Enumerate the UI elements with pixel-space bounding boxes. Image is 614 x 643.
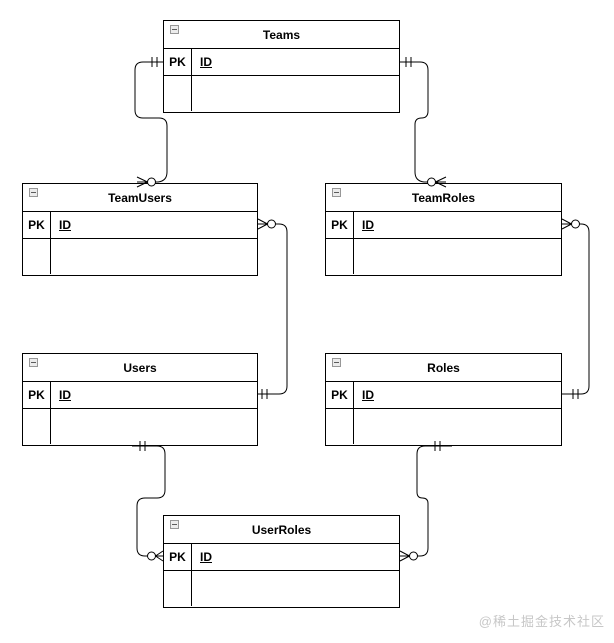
entity-title: Users — [123, 360, 157, 375]
empty-field-cell — [192, 571, 399, 606]
entity-teamroles[interactable]: TeamRoles PK ID — [325, 183, 562, 276]
empty-field-cell — [354, 239, 561, 274]
entity-users-header: Users — [23, 354, 257, 382]
entity-teams[interactable]: Teams PK ID — [163, 20, 400, 113]
empty-key-cell — [164, 76, 192, 111]
empty-row — [326, 409, 561, 444]
pk-field-name: ID — [362, 218, 374, 232]
entity-roles[interactable]: Roles PK ID — [325, 353, 562, 446]
pk-field-name: ID — [200, 550, 212, 564]
edge-line[interactable] — [258, 223, 288, 395]
empty-field-cell — [354, 409, 561, 444]
one-marker — [261, 389, 268, 399]
pk-field-cell: ID — [51, 212, 257, 238]
relationship-roles-userroles[interactable] — [399, 441, 452, 562]
relationship-roles-teamroles[interactable] — [561, 218, 590, 399]
entity-roles-header: Roles — [326, 354, 561, 382]
pk-key-cell: PK — [164, 49, 192, 75]
relationship-teams-teamroles[interactable] — [400, 57, 447, 188]
pk-field-name: ID — [59, 218, 71, 232]
pk-field-cell: ID — [354, 212, 561, 238]
collapse-minus-icon[interactable] — [29, 188, 38, 197]
many-crowsfoot-marker — [399, 550, 410, 562]
empty-row — [23, 409, 257, 444]
relationship-users-teamusers[interactable] — [257, 218, 288, 399]
collapse-minus-icon[interactable] — [170, 25, 179, 34]
pk-key-cell: PK — [164, 544, 192, 570]
pk-field-name: ID — [200, 55, 212, 69]
pk-field-name: ID — [59, 388, 71, 402]
entity-title: Teams — [262, 27, 301, 42]
pk-row: PK ID — [326, 382, 561, 409]
zero-marker — [571, 219, 580, 229]
relationship-users-userroles[interactable] — [132, 441, 166, 562]
empty-row — [23, 239, 257, 274]
empty-row — [164, 76, 399, 111]
collapse-minus-icon[interactable] — [170, 520, 179, 529]
watermark: @稀土掘金技术社区 — [478, 614, 605, 629]
many-crowsfoot-marker — [561, 218, 572, 230]
pk-field-cell: ID — [192, 49, 399, 75]
one-marker — [572, 389, 579, 399]
pk-key-cell: PK — [23, 382, 51, 408]
pk-key-cell: PK — [326, 382, 354, 408]
pk-row: PK ID — [326, 212, 561, 239]
pk-row: PK ID — [164, 49, 399, 76]
entity-userroles-header: UserRoles — [164, 516, 399, 544]
entity-teamusers[interactable]: TeamUsers PK ID — [22, 183, 258, 276]
entity-title: Roles — [427, 360, 460, 375]
empty-key-cell — [326, 239, 354, 274]
empty-field-cell — [51, 239, 257, 274]
pk-key-cell: PK — [326, 212, 354, 238]
pk-field-cell: ID — [354, 382, 561, 408]
entity-teams-header: Teams — [164, 21, 399, 49]
zero-marker — [147, 551, 156, 561]
one-marker — [151, 57, 158, 67]
entity-users[interactable]: Users PK ID — [22, 353, 258, 446]
empty-field-cell — [51, 409, 257, 444]
empty-row — [164, 571, 399, 606]
pk-field-name: ID — [362, 388, 374, 402]
zero-marker — [409, 551, 418, 561]
zero-marker — [267, 219, 276, 229]
edge-line[interactable] — [132, 445, 166, 557]
edge-line[interactable] — [416, 445, 452, 557]
pk-row: PK ID — [23, 382, 257, 409]
pk-field-cell: ID — [51, 382, 257, 408]
edge-line[interactable] — [400, 61, 429, 183]
pk-key-cell: PK — [23, 212, 51, 238]
pk-row: PK ID — [164, 544, 399, 571]
one-marker — [405, 57, 412, 67]
pk-field-cell: ID — [192, 544, 399, 570]
entity-userroles[interactable]: UserRoles PK ID — [163, 515, 400, 608]
collapse-minus-icon[interactable] — [332, 188, 341, 197]
collapse-minus-icon[interactable] — [29, 358, 38, 367]
empty-field-cell — [192, 76, 399, 111]
entity-teamusers-header: TeamUsers — [23, 184, 257, 212]
empty-key-cell — [164, 571, 192, 606]
pk-row: PK ID — [23, 212, 257, 239]
entity-title: TeamUsers — [108, 190, 172, 205]
entity-title: TeamRoles — [411, 190, 476, 205]
edge-line[interactable] — [562, 223, 590, 395]
empty-key-cell — [23, 239, 51, 274]
collapse-minus-icon[interactable] — [332, 358, 341, 367]
empty-key-cell — [23, 409, 51, 444]
empty-row — [326, 239, 561, 274]
many-crowsfoot-marker — [155, 550, 164, 562]
entity-title: UserRoles — [251, 522, 312, 537]
empty-key-cell — [326, 409, 354, 444]
entity-teamroles-header: TeamRoles — [326, 184, 561, 212]
many-crowsfoot-marker — [257, 218, 268, 230]
